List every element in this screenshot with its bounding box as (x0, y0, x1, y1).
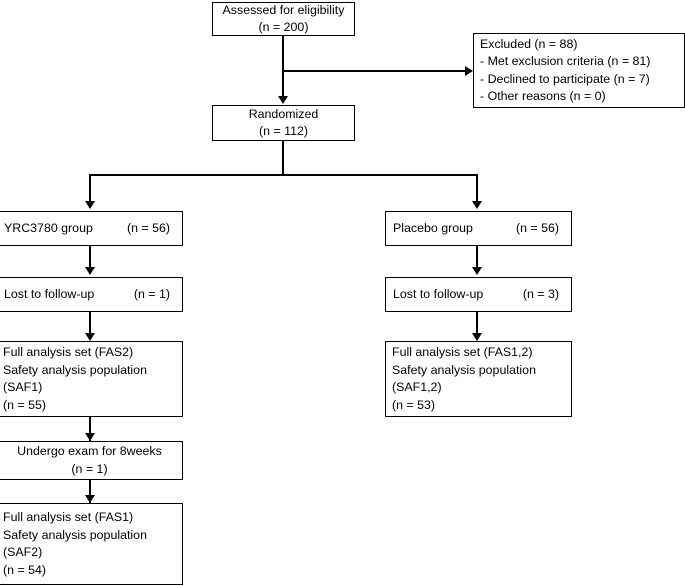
final-analysis-line-3: (SAF2) (3, 545, 43, 559)
node-assessed-for-eligibility: Assessed for eligibility (n = 200) (212, 2, 355, 36)
connector-undergo-exam-to-final-analysis (89, 480, 91, 503)
connector-treatment-lost-to-analysis (89, 312, 91, 337)
placebo-lost-count: (n = 3) (522, 286, 559, 301)
excluded-line-1: Excluded (n = 88) (480, 36, 578, 51)
connector-randomized-stem (282, 141, 284, 176)
connector-analysis-to-undergo-exam (89, 417, 91, 442)
excluded-line-2: - Met exclusion criteria (n = 81) (480, 54, 651, 68)
final-analysis-line-4: (n = 54) (3, 562, 47, 577)
treatment-group-label: YRC3780 group (4, 220, 93, 235)
node-randomized: Randomized (n = 112) (212, 105, 355, 141)
node-treatment-group: YRC3780 group (n = 56) (0, 211, 183, 246)
treatment-analysis-line-1: Full analysis set (FAS2) (3, 345, 134, 359)
arrowhead-treatment-group (85, 201, 95, 209)
undergo-exam-line-1: Undergo exam for 8weeks (17, 444, 162, 458)
node-undergo-exam: Undergo exam for 8weeks (n = 1) (0, 441, 183, 480)
placebo-analysis-line-3: (SAF1,2) (392, 380, 442, 394)
undergo-exam-line-2: (n = 1) (71, 461, 108, 476)
placebo-analysis-line-1: Full analysis set (FAS1,2) (392, 345, 533, 359)
arrowhead-placebo-analysis (472, 333, 482, 341)
arrowhead-final-analysis (85, 495, 95, 503)
treatment-analysis-line-2: Safety analysis population (3, 362, 147, 377)
treatment-lost-count: (n = 1) (133, 286, 170, 301)
node-placebo-lost-to-followup: Lost to follow-up (n = 3) (385, 277, 572, 312)
placebo-group-count: (n = 56) (515, 220, 559, 235)
placebo-analysis-line-4: (n = 53) (392, 397, 436, 412)
connector-placebo-lost-to-analysis (476, 312, 478, 337)
node-excluded: Excluded (n = 88) - Met exclusion criter… (473, 33, 685, 108)
connector-assessed-to-excluded (283, 70, 466, 72)
connector-randomized-split-bar (89, 174, 478, 176)
node-placebo-group: Placebo group (n = 56) (385, 211, 572, 246)
randomized-line-1: Randomized (248, 106, 319, 121)
randomized-line-2: (n = 112) (258, 124, 309, 138)
connector-assessed-to-randomized (282, 36, 284, 99)
node-placebo-analysis-set: Full analysis set (FAS1,2) Safety analys… (385, 341, 572, 417)
arrowhead-randomized (278, 96, 288, 104)
node-treatment-final-analysis-set: Full analysis set (FAS1) Safety analysis… (0, 503, 183, 585)
treatment-analysis-line-4: (n = 55) (3, 397, 47, 412)
connector-randomized-to-placebo (476, 174, 478, 204)
connector-randomized-to-treatment (89, 174, 91, 204)
assessed-line-2: (n = 200) (258, 20, 309, 34)
treatment-analysis-line-3: (SAF1) (3, 380, 43, 394)
final-analysis-line-2: Safety analysis population (3, 527, 147, 542)
arrowhead-placebo-lost (472, 267, 482, 275)
placebo-lost-label: Lost to follow-up (393, 286, 484, 301)
assessed-line-1: Assessed for eligibility (222, 2, 345, 17)
arrowhead-placebo-group (472, 201, 482, 209)
connector-treatment-group-to-lost (89, 246, 91, 271)
treatment-lost-label: Lost to follow-up (4, 286, 95, 301)
placebo-group-label: Placebo group (393, 220, 473, 235)
excluded-line-3: - Declined to participate (n = 7) (480, 71, 650, 86)
final-analysis-line-1: Full analysis set (FAS1) (3, 510, 134, 524)
node-treatment-analysis-set: Full analysis set (FAS2) Safety analysis… (0, 341, 183, 417)
arrowhead-treatment-lost (85, 267, 95, 275)
treatment-group-count: (n = 56) (126, 220, 170, 235)
arrowhead-undergo-exam (85, 433, 95, 441)
connector-placebo-group-to-lost (476, 246, 478, 271)
node-treatment-lost-to-followup: Lost to follow-up (n = 1) (0, 277, 183, 312)
excluded-line-4: - Other reasons (n = 0) (480, 89, 606, 103)
arrowhead-treatment-analysis (85, 333, 95, 341)
arrowhead-excluded (465, 66, 473, 76)
placebo-analysis-line-2: Safety analysis population (392, 362, 536, 377)
